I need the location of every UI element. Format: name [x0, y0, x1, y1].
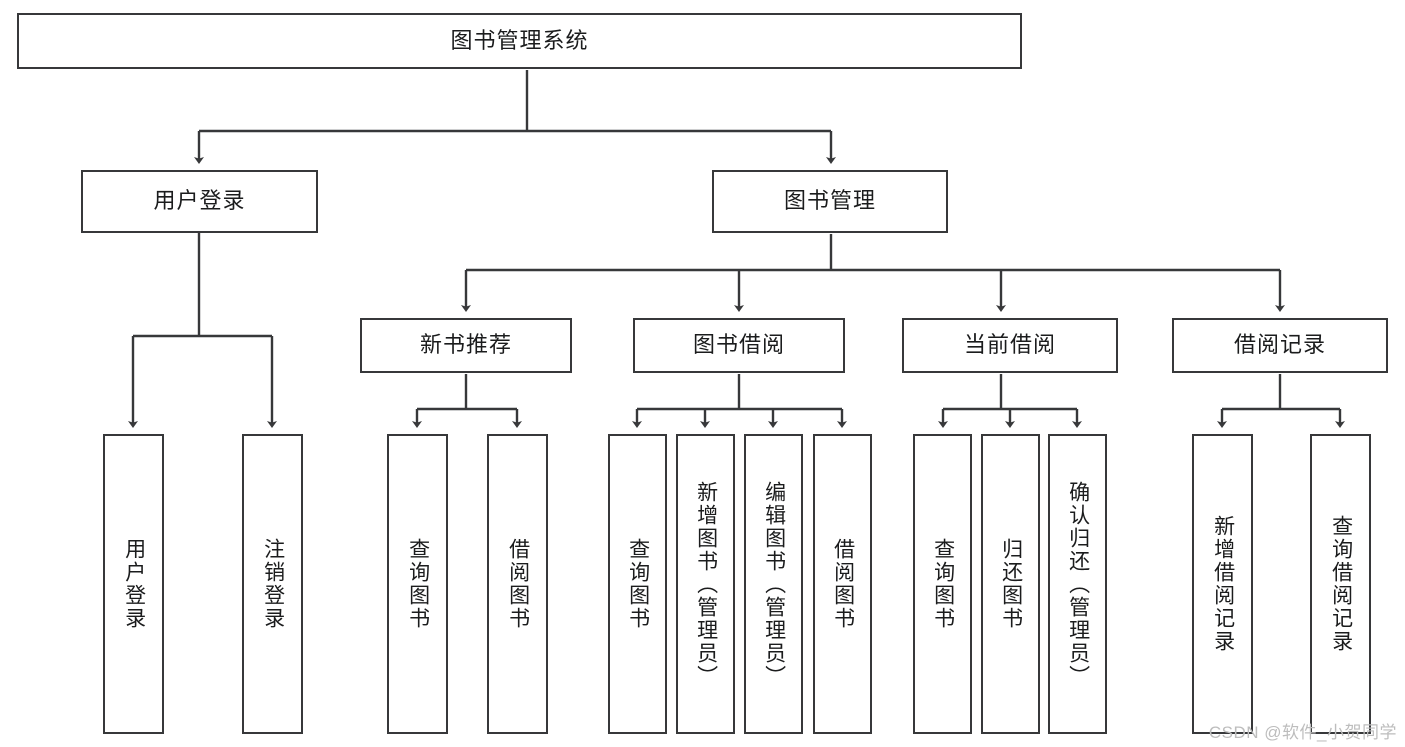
- leaf-add-borrow-record[interactable]: 新增借阅记录: [1192, 434, 1253, 734]
- leaf-borrow-book-recommend[interactable]: 借阅图书: [487, 434, 548, 734]
- node-label: 图书管理: [783, 188, 876, 214]
- leaf-user-login[interactable]: 用户登录: [103, 434, 164, 734]
- node-label: 确认归还（管理员）: [1066, 480, 1090, 688]
- node-label: 用户登录: [153, 188, 246, 214]
- node-label: 新书推荐: [419, 332, 512, 358]
- leaf-borrow-book[interactable]: 借阅图书: [813, 434, 872, 734]
- node-label: 新增图书（管理员）: [694, 480, 718, 688]
- leaf-confirm-return-admin[interactable]: 确认归还（管理员）: [1048, 434, 1107, 734]
- node-current-borrow[interactable]: 当前借阅: [902, 318, 1118, 373]
- node-label: 当前借阅: [963, 332, 1056, 358]
- node-book-management[interactable]: 图书管理: [712, 170, 948, 233]
- node-label: 查询图书: [626, 538, 650, 630]
- node-label: 注销登录: [261, 538, 285, 630]
- leaf-query-borrow-record[interactable]: 查询借阅记录: [1310, 434, 1371, 734]
- leaf-return-book[interactable]: 归还图书: [981, 434, 1040, 734]
- node-label: 新增借阅记录: [1211, 515, 1235, 653]
- node-label: 查询图书: [406, 538, 430, 630]
- node-user-login[interactable]: 用户登录: [81, 170, 318, 233]
- leaf-add-book-admin[interactable]: 新增图书（管理员）: [676, 434, 735, 734]
- leaf-query-book-recommend[interactable]: 查询图书: [387, 434, 448, 734]
- node-label: 借阅记录: [1233, 332, 1326, 358]
- node-book-borrow[interactable]: 图书借阅: [633, 318, 845, 373]
- node-label: 查询图书: [931, 538, 955, 630]
- node-label: 图书管理系统: [450, 27, 589, 53]
- leaf-query-book-current[interactable]: 查询图书: [913, 434, 972, 734]
- leaf-query-book-borrow[interactable]: 查询图书: [608, 434, 667, 734]
- leaf-edit-book-admin[interactable]: 编辑图书（管理员）: [744, 434, 803, 734]
- node-new-book-recommend[interactable]: 新书推荐: [360, 318, 572, 373]
- node-label: 借阅图书: [831, 538, 855, 630]
- node-borrow-record[interactable]: 借阅记录: [1172, 318, 1388, 373]
- node-label: 图书借阅: [692, 332, 785, 358]
- node-label: 用户登录: [122, 538, 146, 630]
- node-label: 借阅图书: [506, 538, 530, 630]
- node-label: 编辑图书（管理员）: [762, 480, 786, 688]
- node-label: 归还图书: [999, 538, 1023, 630]
- leaf-logout-login[interactable]: 注销登录: [242, 434, 303, 734]
- node-label: 查询借阅记录: [1329, 515, 1353, 653]
- node-root-system[interactable]: 图书管理系统: [17, 13, 1022, 69]
